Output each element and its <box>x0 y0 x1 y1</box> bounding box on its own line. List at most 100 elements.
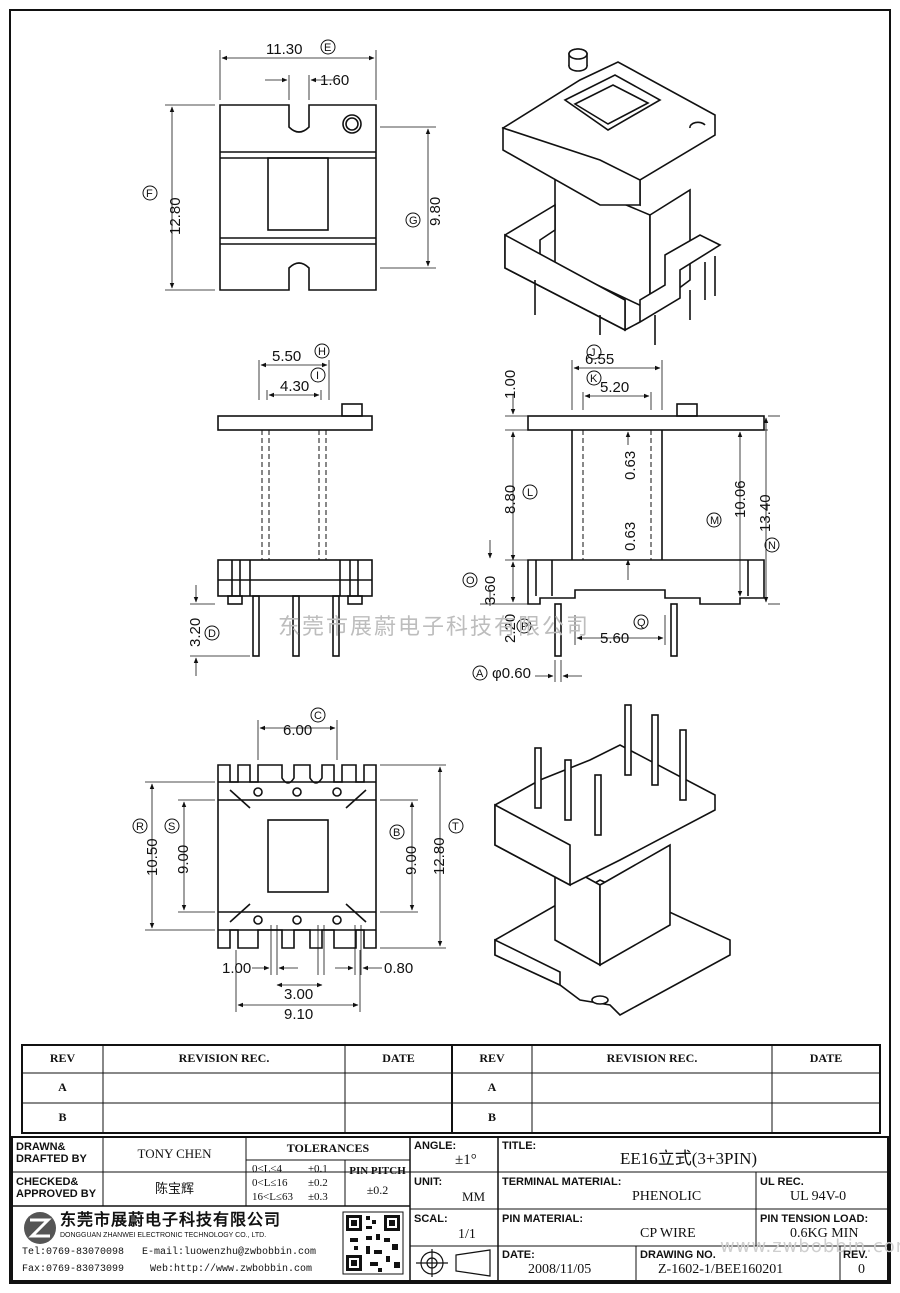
dim-B-value: 9.00 <box>403 846 420 875</box>
drawing-title: EE16立式(3+3PIN) <box>620 1149 758 1168</box>
dim-B-letter: B <box>393 827 400 839</box>
dim-A-marker <box>472 665 488 681</box>
dim-H-value: 5.50 <box>272 348 301 365</box>
dim-N-value: 13.40 <box>757 494 774 532</box>
dim-I-letter: I <box>316 370 319 382</box>
dim-G-value: 9.80 <box>427 197 444 226</box>
revision-table <box>21 1044 881 1134</box>
top-view <box>165 50 436 291</box>
pin-pitch-value: ±0.2 <box>366 1183 389 1197</box>
dim-inner-top: 0.63 <box>622 451 639 480</box>
isometric-view-top <box>501 48 722 345</box>
revision-header-1: REVISION REC. <box>178 1051 270 1066</box>
dim-D-letter: D <box>208 628 216 640</box>
dim-R-letter: R <box>136 821 144 833</box>
dim-P-letter: P <box>521 621 528 633</box>
date-value: 2008/11/05 <box>528 1262 592 1277</box>
title-block-grid <box>11 1136 889 1282</box>
rev-row-a-right: A <box>487 1080 497 1095</box>
dim-T-marker <box>448 818 464 834</box>
rev-row-b-right: B <box>487 1110 496 1125</box>
company-logo-icon <box>24 1212 56 1244</box>
scale-label: SCAL: <box>414 1213 448 1225</box>
dim-C-value: 6.00 <box>283 722 312 739</box>
dim-K-value: 5.20 <box>600 379 629 396</box>
projection-symbol-icon <box>416 1249 491 1277</box>
company-name-cn: 东莞市展蔚电子科技有限公司 <box>60 1212 282 1229</box>
dim-J-letter: J <box>590 347 596 359</box>
dim-D-marker <box>204 625 220 641</box>
dim-B-marker <box>389 824 405 840</box>
dim-E-value: 11.30 <box>266 41 302 58</box>
dim-E-letter: E <box>324 42 331 54</box>
dim-R-value: 10.50 <box>144 838 161 876</box>
watermark-company: 东莞市展蔚电子科技有限公司 <box>278 615 590 640</box>
terminal-material-label: TERMINAL MATERIAL: <box>502 1176 622 1188</box>
dim-A-letter: A <box>476 668 484 680</box>
tol-range-3: 16<L≤63 <box>252 1191 293 1203</box>
rev-value: 0 <box>858 1262 865 1277</box>
checked-label: CHECKED& APPROVED BY <box>16 1176 97 1201</box>
company-web: Web:http://www.zwbobbin.com <box>150 1264 313 1275</box>
dim-K-letter: K <box>590 373 598 385</box>
rev-row-b-left: B <box>58 1110 67 1125</box>
dim-J-marker <box>586 344 602 360</box>
dim-O-letter: O <box>466 575 475 587</box>
rev-header-1: REV <box>49 1051 76 1066</box>
dim-M-value: 10.06 <box>732 480 749 518</box>
dim-pin-pitch: 3.00 <box>284 986 313 1003</box>
drawn-value: TONY CHEN <box>137 1146 212 1162</box>
dim-H-letter: H <box>318 346 326 358</box>
tol-range-2: 0<L≤16 <box>252 1177 288 1189</box>
dim-D-value: 3.20 <box>187 618 204 647</box>
angle-value: ±1° <box>455 1152 477 1168</box>
tol-value-2: ±0.2 <box>308 1177 328 1189</box>
dim-G-letter: G <box>409 215 418 227</box>
dim-S-letter: S <box>168 821 175 833</box>
dim-N-letter: N <box>768 540 776 552</box>
dim-O-value: 3.60 <box>482 576 499 605</box>
dim-pin-width: 1.00 <box>222 960 251 977</box>
title-label: TITLE: <box>502 1140 537 1152</box>
dim-T-value: 12.80 <box>431 837 448 875</box>
company-name-en: DONGGUAN ZHANWEI ELECTRONIC TECHNOLOGY C… <box>60 1232 267 1239</box>
tol-value-3: ±0.3 <box>308 1191 328 1203</box>
rev-label: REV. <box>843 1249 868 1261</box>
date-header-2: DATE <box>809 1051 843 1066</box>
angle-label: ANGLE: <box>414 1140 457 1152</box>
dim-overall-width: 9.10 <box>284 1006 313 1023</box>
dim-J-value: 6.55 <box>585 351 614 368</box>
pin-tension-value: 0.6KG MIN <box>790 1226 859 1241</box>
dim-C-marker <box>310 707 326 723</box>
dim-inner-bottom: 0.63 <box>622 522 639 551</box>
dim-N-marker <box>764 537 780 553</box>
drawing-no-label: DRAWING NO. <box>640 1249 716 1261</box>
ul-rec-label: UL REC. <box>760 1176 804 1188</box>
dim-A-value: φ0.60 <box>492 665 531 682</box>
date-label: DATE: <box>502 1249 535 1261</box>
qr-code-icon <box>342 1211 404 1275</box>
dim-L-letter: L <box>527 487 533 499</box>
dim-K-marker <box>586 370 602 386</box>
ul-rec-value: UL 94V-0 <box>790 1189 847 1204</box>
dim-E-marker <box>320 39 336 55</box>
dim-L-marker <box>522 484 538 500</box>
top-view-outline <box>219 104 377 291</box>
dim-F-marker <box>142 185 158 201</box>
company-fax: Fax:0769-83073099 <box>22 1264 125 1275</box>
isometric-view-bottom <box>494 704 731 1016</box>
pin-material-value: CP WIRE <box>640 1226 696 1241</box>
pin-material-label: PIN MATERIAL: <box>502 1213 584 1225</box>
dim-F-letter: F <box>146 188 153 200</box>
company-email: E-mail:luowenzhu@zwbobbin.com <box>142 1247 317 1258</box>
dim-T-letter: T <box>452 821 459 833</box>
dim-Q-marker <box>633 614 649 630</box>
date-header-1: DATE <box>382 1051 415 1066</box>
unit-value: MM <box>462 1189 486 1204</box>
dim-I-value: 4.30 <box>280 378 309 395</box>
checked-value: 陈宝辉 <box>154 1180 194 1196</box>
bottom-view <box>145 720 446 1012</box>
revision-header-2: REVISION REC. <box>606 1051 698 1066</box>
company-tel: Tel:0769-83070098 <box>22 1247 125 1258</box>
